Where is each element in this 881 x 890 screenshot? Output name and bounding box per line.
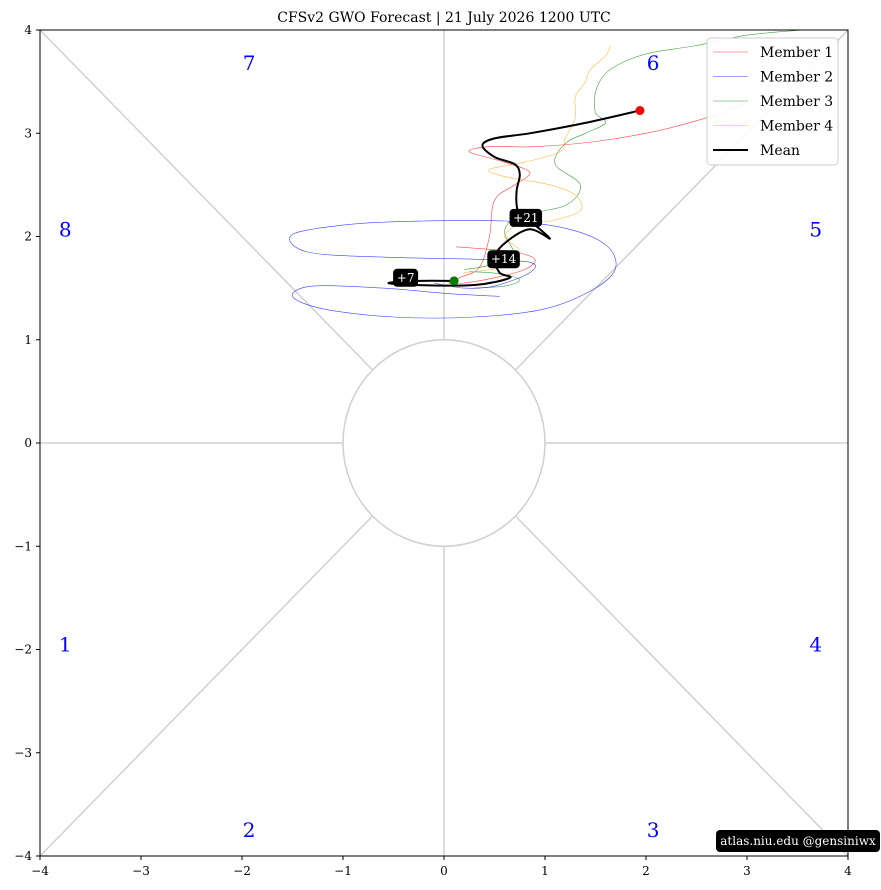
x-tick-label: 1 bbox=[541, 864, 549, 878]
y-tick-label: −2 bbox=[14, 643, 32, 657]
phase-label-3: 3 bbox=[647, 818, 660, 842]
phase-label-4: 4 bbox=[809, 632, 822, 656]
x-tick-label: −4 bbox=[31, 864, 49, 878]
legend: Member 1 Member 2 Member 3 Member 4 Mean bbox=[706, 37, 839, 166]
series-line-member-2 bbox=[289, 220, 617, 319]
x-tick-label: −3 bbox=[132, 864, 150, 878]
lead-label-plus14: +14 bbox=[487, 250, 520, 269]
y-tick-label: 4 bbox=[24, 23, 32, 37]
legend-label: Member 4 bbox=[760, 119, 833, 135]
x-tick-label: 2 bbox=[642, 864, 650, 878]
phase-labels: 1 2 3 4 5 6 7 8 bbox=[59, 51, 822, 842]
phase-divider-lower-left bbox=[39, 515, 374, 857]
phase-grid bbox=[39, 29, 849, 857]
axis-ticks: −4 −3 −2 −1 0 1 2 3 4 −4 −3 −2 −1 0 1 2 3 4 bbox=[14, 23, 852, 878]
lead-label-plus7: +7 bbox=[393, 268, 419, 287]
lead-label-plus21: +21 bbox=[509, 208, 543, 227]
y-tick-label: 3 bbox=[24, 126, 32, 140]
series-line-member-4 bbox=[464, 45, 611, 273]
mean-markers bbox=[449, 106, 645, 286]
legend-label: Member 2 bbox=[760, 70, 833, 86]
x-tick-label: 3 bbox=[743, 864, 751, 878]
lead-label-text: +7 bbox=[397, 271, 415, 285]
mean-end-marker bbox=[635, 106, 645, 116]
x-tick-label: −2 bbox=[233, 864, 251, 878]
phase-label-1: 1 bbox=[59, 632, 72, 656]
chart-title: CFSv2 GWO Forecast | 21 July 2026 1200 U… bbox=[277, 10, 611, 26]
lead-label-text: +21 bbox=[513, 211, 538, 225]
phase-label-6: 6 bbox=[647, 51, 660, 75]
phase-divider-upper-left bbox=[39, 29, 374, 371]
credit-badge: atlas.niu.edu @gensiniwx bbox=[716, 830, 880, 852]
unit-circle bbox=[342, 339, 546, 547]
series-line-member-3 bbox=[464, 29, 803, 270]
legend-label: Member 3 bbox=[760, 94, 833, 110]
series-line-member-3-segment bbox=[469, 271, 521, 289]
y-tick-label: 0 bbox=[24, 436, 32, 450]
lead-labels: +7 +14 +21 bbox=[393, 208, 543, 287]
y-tick-label: 2 bbox=[24, 230, 32, 244]
legend-label: Member 1 bbox=[760, 45, 833, 61]
phase-label-2: 2 bbox=[243, 818, 256, 842]
legend-label: Mean bbox=[760, 143, 800, 159]
phase-divider-lower-right bbox=[514, 515, 849, 857]
series-line-member-1 bbox=[448, 102, 748, 284]
y-tick-label: −4 bbox=[14, 849, 32, 863]
x-tick-label: 0 bbox=[440, 864, 448, 878]
y-tick-label: −3 bbox=[14, 746, 32, 760]
credit-text: atlas.niu.edu @gensiniwx bbox=[720, 834, 876, 848]
y-tick-label: −1 bbox=[14, 539, 32, 553]
phase-label-5: 5 bbox=[809, 217, 822, 241]
lead-label-text: +14 bbox=[491, 252, 517, 266]
phase-label-7: 7 bbox=[243, 51, 256, 75]
x-tick-label: −1 bbox=[334, 864, 352, 878]
mean-start-marker bbox=[449, 276, 459, 286]
legend-box bbox=[706, 37, 839, 166]
x-tick-label: 4 bbox=[844, 864, 852, 878]
phase-label-8: 8 bbox=[59, 217, 72, 241]
y-tick-label: 1 bbox=[24, 333, 32, 347]
